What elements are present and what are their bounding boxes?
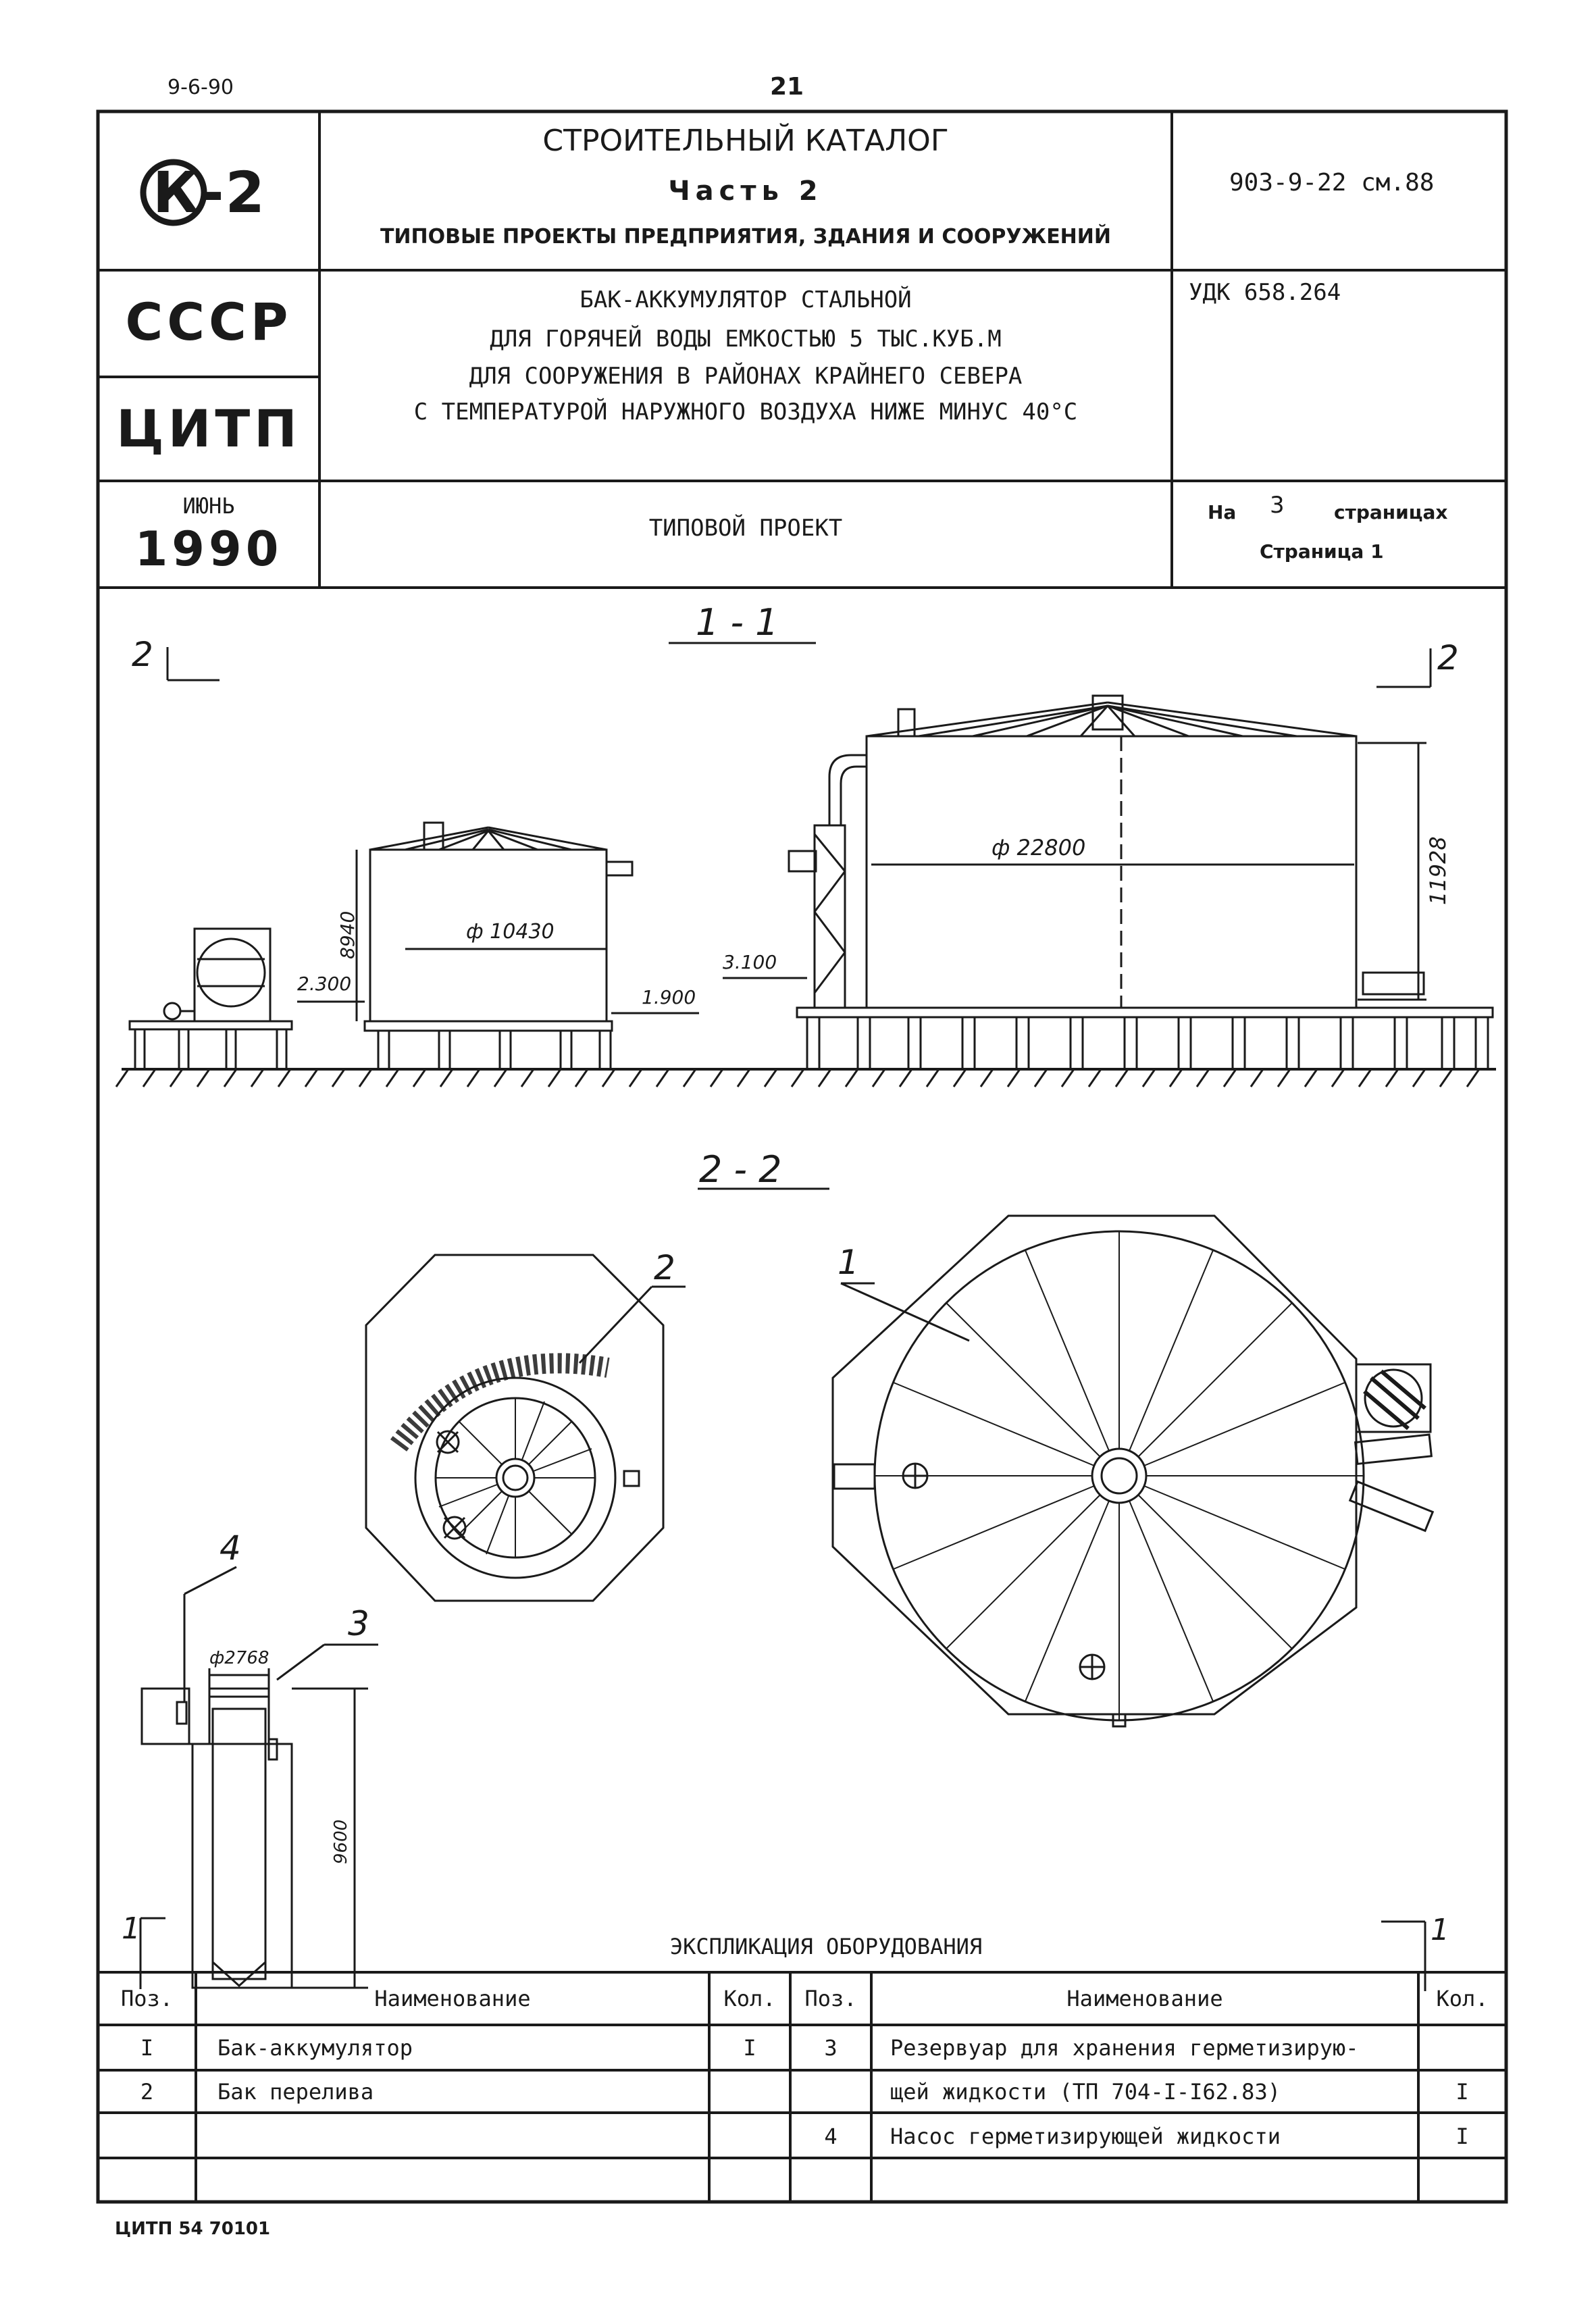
title-line-1: БАК-АККУМУЛЯТОР СТАЛЬНОЙ [580,286,912,313]
position-marker-4: 4 [220,1528,241,1568]
table-cell: I [140,2035,154,2061]
table-header: Наименование [374,1986,531,2011]
table-cell: щей жидкости (ТП 704-I-I62.83) [890,2079,1281,2105]
dim-large-diameter: ф 22800 [992,835,1086,860]
page-label: Страница 1 [1260,540,1384,563]
date-code: 9-6-90 [168,76,234,99]
catalog-title: СТРОИТЕЛЬНЫЙ КАТАЛОГ [542,124,949,158]
table-header: Поз. [120,1986,174,2011]
table-cell: Бак-аккумулятор [217,2035,413,2061]
table-cell: Бак перелива [217,2079,374,2105]
year: 1990 [134,521,283,577]
table-header: Наименование [1066,1986,1223,2011]
month: ИЮНЬ [182,493,235,519]
table-cell: I [1456,2079,1469,2105]
section-2-label: 2 - 2 [699,1148,782,1191]
level-pump: 2.300 [297,973,352,995]
cut-mark-2-left: 2 [132,635,153,674]
section-1-label: 1 - 1 [696,601,779,644]
pages-count: 3 [1270,492,1285,519]
dim-small-height: 8940 [336,910,359,959]
position-marker-2: 2 [654,1248,675,1287]
table-cell: 2 [140,2079,154,2105]
dim-large-height: 11928 [1425,836,1451,905]
page-number: 21 [770,73,804,101]
table-cell: I [1456,2124,1469,2149]
table-cell: Резервуар для хранения герметизирую- [890,2035,1359,2061]
position-marker-1: 1 [838,1243,859,1282]
doc-number: 903-9-22 см.88 [1229,169,1435,197]
position-marker-3: 3 [348,1604,369,1643]
table-cell: Насос герметизирующей жидкости [890,2124,1281,2149]
logo-ring [140,159,207,226]
table-header: Кол. [1436,1986,1489,2011]
title-line-3: ДЛЯ СООРУЖЕНИЯ В РАЙОНАХ КРАЙНЕГО СЕВЕРА [469,363,1023,390]
catalog-part: Часть 2 [668,176,823,207]
pages-suffix: страницах [1334,501,1448,523]
cut-mark-1-right: 1 [1431,1913,1449,1947]
table-cell: I [743,2035,756,2061]
title-line-2: ДЛЯ ГОРЯЧЕЙ ВОДЫ ЕМКОСТЬЮ 5 ТЫС.КУБ.М [490,326,1002,353]
project-type: ТИПОВОЙ ПРОЕКТ [648,515,843,542]
logo-text: К-2 [153,159,266,226]
level-large-tank: 3.100 [723,951,777,973]
table-cell: 3 [824,2035,838,2061]
footer-code: ЦИТП 54 70101 [115,2219,271,2239]
country: СССР [125,292,292,352]
dim-reservoir-height: 9600 [331,1819,351,1864]
table-cell: 4 [824,2124,838,2149]
level-small-tank: 1.900 [642,986,696,1008]
dim-reservoir-diameter: ф2768 [209,1648,269,1668]
cut-mark-2-right: 2 [1437,638,1459,677]
udk-code: УДК 658.264 [1189,279,1341,306]
cut-mark-1-left: 1 [122,1911,140,1946]
title-line-4: С ТЕМПЕРАТУРОЙ НАРУЖНОГО ВОЗДУХА НИЖЕ МИ… [413,398,1078,426]
pages-prefix: На [1208,501,1237,523]
dim-small-diameter: ф 10430 [466,920,555,944]
explication-title: ЭКСПЛИКАЦИЯ ОБОРУДОВАНИЯ [669,1934,983,1959]
table-header: Кол. [723,1986,776,2011]
catalog-subtitle: ТИПОВЫЕ ПРОЕКТЫ ПРЕДПРИЯТИЯ, ЗДАНИЯ И СО… [380,225,1112,249]
table-header: Поз. [804,1986,857,2011]
organization: ЦИТП [116,398,301,459]
